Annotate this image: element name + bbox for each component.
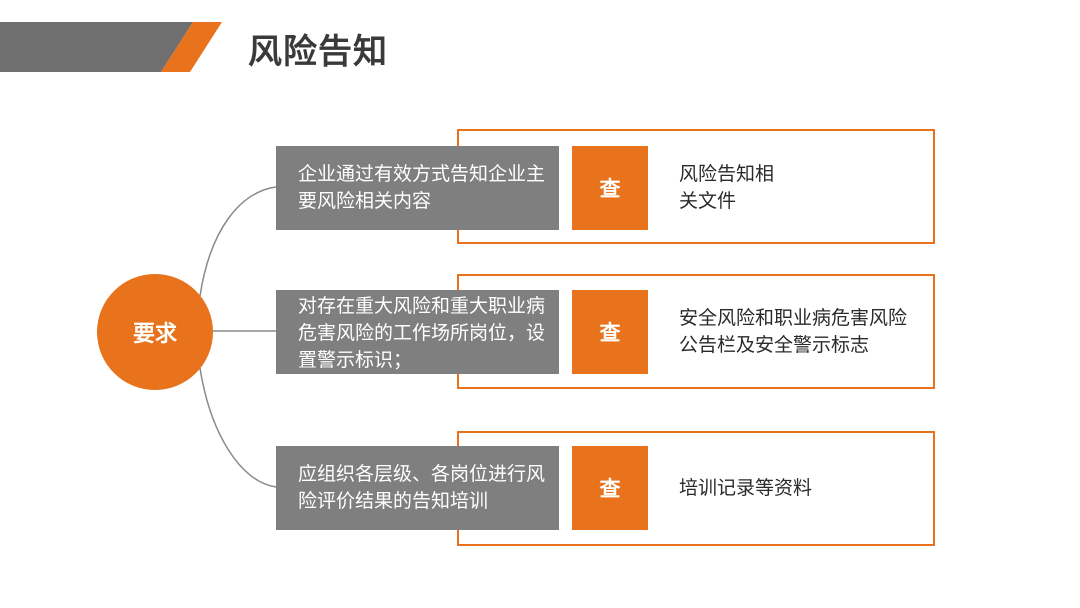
- row-3-result-text: 培训记录等资料: [679, 476, 813, 499]
- page-title: 风险告知: [248, 32, 388, 72]
- row-3-check-badge: 查: [572, 446, 648, 530]
- title-banner-orange: [161, 22, 222, 72]
- row-3-requirement: 应组织各层级、各岗位进行风险评价结果的告知培训: [276, 446, 559, 530]
- row-1-requirement-text: 企业通过有效方式告知企业主要风险相关内容: [298, 163, 546, 212]
- connector-top: [199, 186, 277, 297]
- row-1-result-text: 风险告知相关文件: [679, 163, 775, 212]
- row-2-check-badge: 查: [572, 290, 648, 374]
- connector-bottom: [199, 367, 277, 488]
- row-2-requirement: 对存在重大风险和重大职业病危害风险的工作场所岗位，设置警示标识；: [276, 290, 559, 374]
- row-1-result: 风险告知相关文件: [679, 146, 919, 230]
- requirement-label: 要求: [132, 322, 177, 347]
- row-2-check-label: 查: [599, 321, 621, 345]
- row-2-requirement-text: 对存在重大风险和重大职业病危害风险的工作场所岗位，设置警示标识；: [298, 295, 546, 371]
- requirement-circle: 要求: [97, 274, 213, 390]
- row-2-result: 安全风险和职业病危害风险公告栏及安全警示标志: [679, 290, 919, 374]
- row-1-requirement: 企业通过有效方式告知企业主要风险相关内容: [276, 146, 559, 230]
- title-banner-gray: [0, 22, 193, 72]
- row-3-check-label: 查: [599, 477, 621, 501]
- row-3-result: 培训记录等资料: [679, 446, 919, 530]
- row-2-result-text: 安全风险和职业病危害风险公告栏及安全警示标志: [679, 307, 908, 356]
- row-1-check-badge: 查: [572, 146, 648, 230]
- row-3-requirement-text: 应组织各层级、各岗位进行风险评价结果的告知培训: [298, 463, 546, 512]
- title-banner: [0, 22, 222, 72]
- row-1-check-label: 查: [599, 177, 621, 201]
